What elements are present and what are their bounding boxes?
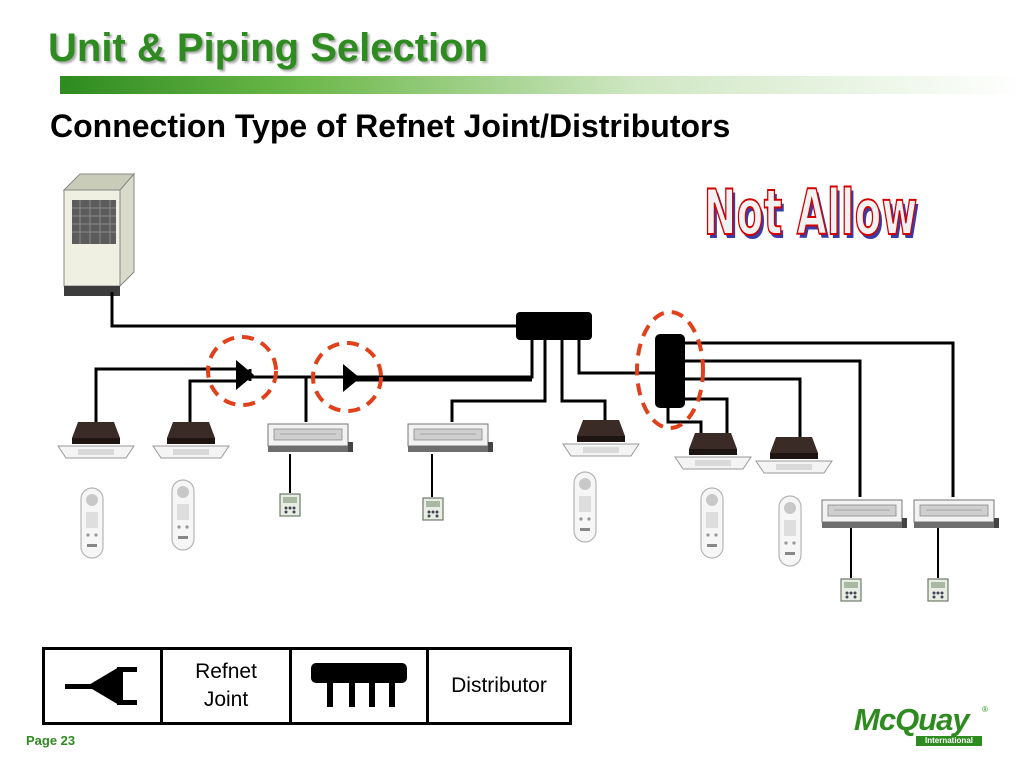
remote-controller-icon	[80, 487, 104, 559]
title-gradient-bar	[60, 76, 1022, 94]
refnet-joint-icon	[236, 360, 254, 390]
ducted-unit-icon	[407, 423, 494, 453]
legend-distributor-label: Distributor	[451, 674, 547, 697]
legend-refnet-label: Refnet Joint	[195, 660, 257, 711]
page-subtitle: Connection Type of Refnet Joint/Distribu…	[50, 108, 731, 144]
wired-controller-icon	[927, 578, 949, 602]
refnet-joint-icon	[343, 364, 360, 392]
distributor-icon	[311, 663, 407, 707]
legend-refnet-label-cell: Refnet Joint	[163, 650, 292, 722]
highlight-circle	[635, 310, 705, 430]
cassette-unit-icon	[674, 432, 752, 470]
outdoor-unit-icon	[62, 172, 136, 296]
remote-controller-icon	[573, 471, 597, 543]
not-allow-callout: Not Allow	[703, 175, 918, 250]
remote-controller-icon	[700, 487, 724, 559]
page-number: Page 23	[26, 733, 76, 748]
logo-subtitle: International	[916, 736, 982, 746]
distributor-icon	[516, 312, 592, 340]
remote-controller-icon	[171, 479, 195, 551]
wired-controller-icon	[279, 493, 301, 517]
legend-distributor-label-cell: Distributor	[429, 650, 569, 722]
remote-controller-icon	[778, 495, 802, 567]
legend-table: Refnet Joint Distributor	[42, 647, 572, 725]
logo-registered-mark: ®	[982, 705, 988, 714]
cassette-unit-icon	[152, 421, 230, 459]
legend-distributor-symbol	[292, 650, 429, 722]
cassette-unit-icon	[755, 436, 833, 474]
wired-controller-icon	[840, 578, 862, 602]
logo-wordmark: McQuay	[854, 702, 970, 737]
wired-controller-icon	[422, 497, 444, 521]
cassette-unit-icon	[57, 421, 135, 459]
legend-refnet-symbol	[45, 650, 163, 722]
ducted-unit-icon	[821, 499, 908, 529]
cassette-unit-icon	[562, 419, 640, 457]
highlight-circle	[206, 335, 278, 407]
highlight-circle	[311, 341, 383, 413]
distributor-icon	[655, 334, 685, 408]
refnet-joint-icon	[64, 667, 137, 705]
mcquay-logo: McQuay ® International	[854, 702, 988, 746]
ducted-unit-icon	[913, 499, 1000, 529]
ducted-unit-icon	[267, 423, 354, 453]
page-title: Unit & Piping Selection	[48, 26, 489, 70]
